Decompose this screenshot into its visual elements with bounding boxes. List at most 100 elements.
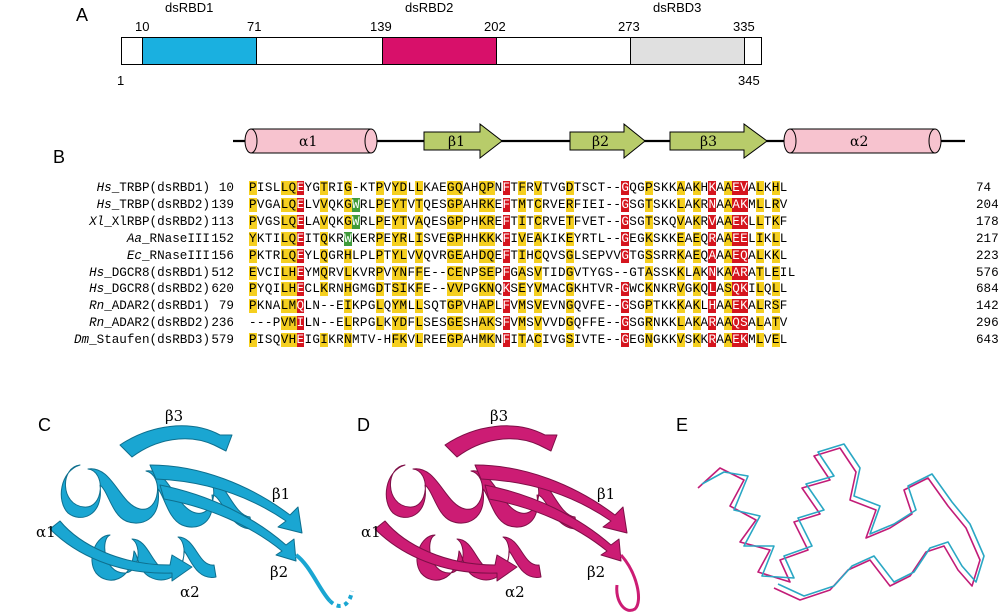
species-abbrev: Hs [96, 197, 112, 212]
sequence-end: 223 [976, 248, 999, 263]
d-beta2-loop [615, 554, 640, 612]
protein-name: _ADAR2(dsRBD1) [104, 299, 210, 314]
protein-name: _DGCR8(dsRBD2) [104, 282, 210, 297]
dsrbd3-end: 335 [733, 19, 755, 34]
sequence-end: 217 [976, 231, 999, 246]
sequence-end: 576 [976, 265, 999, 280]
protein-name: _TRBP(dsRBD2) [111, 197, 210, 212]
c-disordered-loop [328, 590, 354, 608]
sequence-start: 10 [218, 181, 234, 195]
dsrbd3-start: 273 [618, 19, 640, 34]
protein-end: 345 [738, 73, 760, 88]
panel-label-c: C [38, 415, 51, 435]
species-abbrev: Hs [89, 282, 105, 297]
sequence-residues: PKTRLQEYLQGRHLPLPTYLVVQVRGEAHDQEFTIHCQVS… [249, 248, 788, 263]
sequence-name: Hs_TRBP(dsRBD2) [20, 197, 210, 213]
sequence-end: 296 [976, 316, 999, 331]
strand-beta3 [669, 123, 768, 159]
panel-label-d: D [357, 415, 370, 435]
d-label-beta1: β1 [597, 485, 615, 503]
c-strand-beta1 [149, 464, 303, 534]
e-trace-magenta [697, 447, 981, 601]
species-abbrev: Rn [89, 299, 105, 314]
dsrbd3-box [630, 37, 745, 65]
ss-label-alpha2: α2 [850, 134, 868, 150]
dsrbd2-label: dsRBD2 [405, 0, 454, 15]
c-helix-alpha1 [60, 464, 253, 530]
sequence-name: Rn_ADAR2(dsRBD1) [20, 298, 210, 314]
c-label-alpha2: α2 [180, 583, 200, 601]
dsrbd3-label: dsRBD3 [653, 0, 702, 15]
sequence-end: 204 [976, 197, 999, 212]
alignment-row: Dm_Staufen(dsRBD3)579 PISQVHEIGIKRNMTV-HF… [0, 332, 1000, 348]
dsrbd1-start: 10 [135, 19, 150, 34]
sequence-start: 512 [211, 265, 234, 280]
sequence-residues: PVGALQELVVQKGWRLPEYTVTQESGPAHRKEFTMTCRVE… [249, 197, 788, 212]
d-strand-beta1 [474, 464, 628, 534]
species-abbrev: Rn [89, 316, 105, 331]
sequence-residues: PISQVHEIGIKRNMTV-HFKVLREEGPAHMKNFITACIVG… [249, 333, 788, 348]
protein-name: _RNaseIII [141, 248, 210, 263]
strand-beta2 [569, 122, 646, 160]
sequence-name: Xl_XlRBP(dsRBD2) [20, 214, 210, 230]
structure-overlay-e [697, 443, 985, 601]
sequence-end: 142 [976, 299, 999, 314]
sequence-start: 579 [211, 333, 234, 348]
c-strand-beta2-sheet [159, 484, 297, 562]
dsrbd1-box [142, 37, 257, 65]
sequence-start: 113 [211, 214, 234, 229]
sequence-name: Dm_Staufen(dsRBD3) [20, 332, 210, 348]
species-abbrev: Ec [126, 248, 142, 263]
alignment-row: Rn_ADAR2(dsRBD2)236---PVMILN--ELRPGLKYDF… [0, 315, 1000, 331]
sequence-residues: PISLLQEYGTRIG-KTPVYDLLKAEGQAHQPNFTFRVTVG… [249, 181, 788, 195]
d-strand-beta3 [444, 425, 558, 458]
c-helix-alpha2 [91, 534, 217, 581]
dsrbd2-box [382, 37, 497, 65]
protein-name: _DGCR8(dsRBD1) [104, 265, 210, 280]
c-label-beta2: β2 [270, 563, 288, 581]
species-abbrev: Xl [89, 214, 105, 229]
protein-name: _XlRBP(dsRBD2) [104, 214, 210, 229]
ss-label-beta1: β1 [448, 134, 465, 150]
protein-name: _RNaseIII [141, 231, 210, 246]
panel-label-b: B [53, 147, 66, 167]
sequence-start: 620 [211, 282, 234, 297]
c-label-alpha1: α1 [36, 523, 56, 541]
d-helix-alpha1 [385, 464, 578, 530]
dsrbd2-start: 139 [370, 19, 392, 34]
sequence-end: 684 [976, 282, 999, 297]
ss-label-beta2: β2 [592, 134, 609, 150]
sequence-residues: PKNALMQLN--EIKPGLQYMLLSQTGPVHAPLFVMSVEVN… [249, 299, 788, 314]
sequence-end: 643 [976, 333, 999, 348]
ss-label-alpha1: α1 [299, 134, 317, 150]
sequence-name: Ec_RNaseIII [20, 248, 210, 264]
protein-name: _Staufen(dsRBD3) [89, 333, 210, 348]
protein-name: _ADAR2(dsRBD2) [104, 316, 210, 331]
d-label-beta3: β3 [490, 407, 508, 425]
sequence-end: 178 [976, 214, 999, 229]
sequence-name: Rn_ADAR2(dsRBD2) [20, 315, 210, 331]
dsrbd2-end: 202 [484, 19, 506, 34]
d-strand-beta2-sheet [484, 484, 622, 562]
ss-label-beta3: β3 [700, 134, 717, 150]
species-abbrev: Hs [96, 181, 112, 195]
strand-beta1 [423, 122, 503, 160]
sequence-residues: ---PVMILN--ELRPGLKYDFLSESGESHAKSFVMSVVVD… [249, 316, 788, 331]
panel-label-e: E [676, 415, 689, 435]
e-trace-cyan [701, 443, 985, 597]
c-strand-beta3 [119, 425, 233, 458]
species-abbrev: Dm [73, 333, 90, 348]
d-label-alpha2: α2 [505, 583, 525, 601]
c-loop [49, 520, 193, 582]
species-abbrev: Hs [89, 265, 105, 280]
sequence-name: Hs_DGCR8(dsRBD2) [20, 281, 210, 297]
